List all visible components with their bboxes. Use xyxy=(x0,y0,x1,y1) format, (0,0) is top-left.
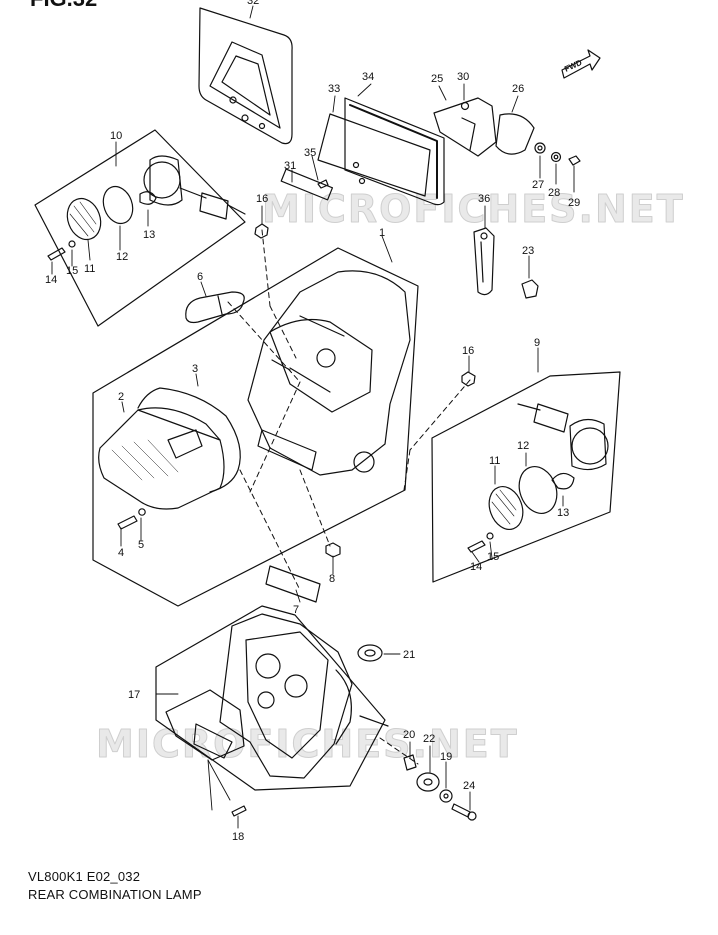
lens-gasket xyxy=(137,387,241,493)
figure-code: VL800K1 E02_032 xyxy=(28,869,141,884)
part-numbers: 32 10 34 33 25 30 26 35 31 27 28 29 36 1… xyxy=(45,0,580,843)
figure-caption: REAR COMBINATION LAMP xyxy=(28,887,202,902)
clip xyxy=(521,279,539,299)
part-number-14-right: 14 xyxy=(470,561,482,573)
part-number-22: 22 xyxy=(423,733,435,745)
part-number-14-left: 14 xyxy=(45,274,57,286)
callout-lines xyxy=(51,5,575,829)
part-number-19: 19 xyxy=(440,751,452,763)
part-number-11-left: 11 xyxy=(84,263,95,275)
reflector-nut xyxy=(325,542,341,558)
figure-title: FIG.32 xyxy=(30,0,97,12)
left-turn-signal-group-box xyxy=(34,129,246,327)
part-number-13-right: 13 xyxy=(557,507,569,519)
part-number-15-right: 15 xyxy=(487,551,499,563)
part-number-13-left: 13 xyxy=(143,229,155,241)
watermark-bottom: MICROFICHES.NET xyxy=(96,722,519,766)
part-number-25: 25 xyxy=(431,73,443,85)
part-number-18: 18 xyxy=(232,831,244,843)
part-number-20: 20 xyxy=(403,729,415,741)
part-number-35: 35 xyxy=(304,147,316,159)
part-number-26: 26 xyxy=(512,83,524,95)
license-lamp-housing xyxy=(280,97,581,206)
part-number-16-left: 16 xyxy=(256,193,268,205)
part-number-12-left: 12 xyxy=(116,251,128,263)
bracket-hardware xyxy=(231,644,477,821)
part-number-10: 10 xyxy=(110,130,122,142)
part-number-34: 34 xyxy=(362,71,374,83)
part-number-17: 17 xyxy=(128,689,140,701)
part-number-8: 8 xyxy=(329,573,335,585)
part-number-11-right: 11 xyxy=(489,455,500,467)
part-number-31: 31 xyxy=(284,160,296,172)
forward-arrow: FWD xyxy=(561,49,601,79)
watermark-top: MICROFICHES.NET xyxy=(262,187,685,231)
part-number-5: 5 xyxy=(138,539,144,551)
tail-bulb xyxy=(185,291,245,324)
part-number-27: 27 xyxy=(532,179,544,191)
part-number-7: 7 xyxy=(293,604,299,616)
part-number-21: 21 xyxy=(403,649,415,661)
bracket-group-box xyxy=(155,605,386,791)
part-number-3: 3 xyxy=(192,363,198,375)
leader-lines xyxy=(227,229,471,765)
part-number-12-right: 12 xyxy=(517,440,529,452)
part-number-4: 4 xyxy=(118,547,124,559)
stay-bracket xyxy=(473,227,495,296)
left-turn-signal xyxy=(47,155,269,261)
part-number-2: 2 xyxy=(118,391,124,403)
part-number-1: 1 xyxy=(379,227,385,239)
right-turn-signal-group-box xyxy=(431,371,621,583)
part-number-23: 23 xyxy=(522,245,534,257)
part-number-32: 32 xyxy=(247,0,259,7)
part-number-15-left: 15 xyxy=(66,265,78,277)
taillight-bracket xyxy=(165,613,389,779)
part-number-6: 6 xyxy=(197,271,203,283)
right-turn-signal xyxy=(461,371,609,553)
part-number-36: 36 xyxy=(478,193,490,205)
part-number-24: 24 xyxy=(463,780,475,792)
lens-washer xyxy=(138,508,146,516)
part-number-9: 9 xyxy=(534,337,540,349)
taillight-group-box xyxy=(92,247,419,607)
part-number-28: 28 xyxy=(548,187,560,199)
license-plate-bracket xyxy=(198,7,293,145)
lens-screw xyxy=(117,515,138,530)
part-number-30: 30 xyxy=(457,71,469,83)
part-number-16-right: 16 xyxy=(462,345,474,357)
tail-lens xyxy=(98,407,225,510)
part-number-33: 33 xyxy=(328,83,340,95)
taillight-housing xyxy=(247,270,411,476)
part-number-29: 29 xyxy=(568,197,580,209)
reflex-reflector xyxy=(265,565,321,603)
